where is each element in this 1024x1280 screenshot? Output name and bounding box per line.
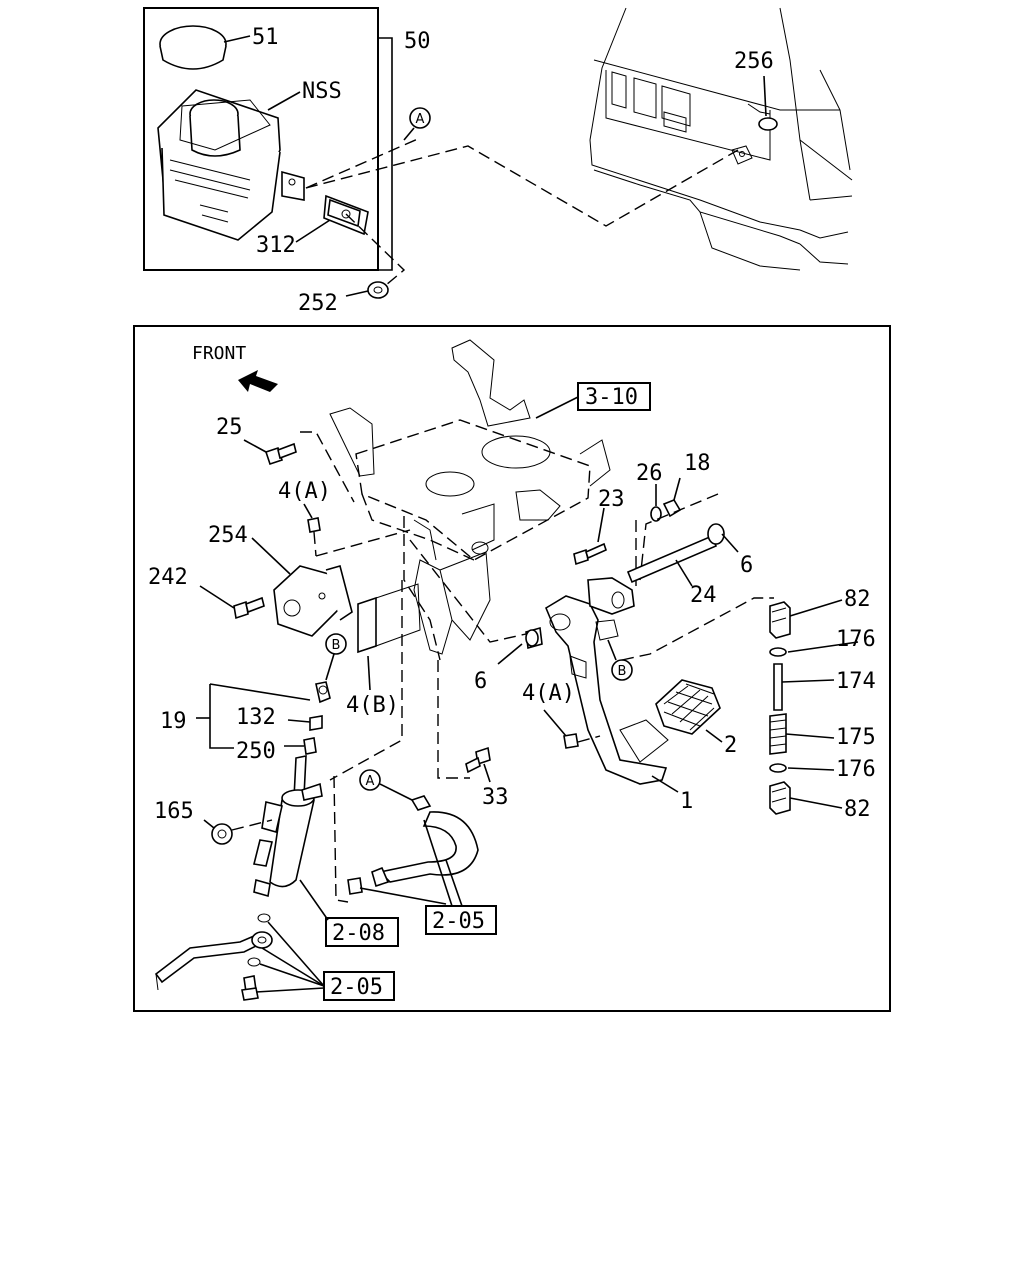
label-25: 25 (216, 415, 243, 440)
reservoir-body (157, 89, 305, 241)
ref-2-05-mid: 2-05 (432, 909, 485, 934)
label-254: 254 (208, 523, 248, 548)
label-312: 312 (256, 233, 296, 258)
bolt-242 (199, 585, 265, 620)
label-19: 19 (160, 709, 187, 734)
reservoir-inset: A 51 50 NSS 312 252 (143, 7, 431, 316)
svg-text:B: B (618, 664, 627, 679)
label-4b: 4(B) (346, 693, 399, 718)
plug-256 (758, 117, 778, 131)
ref-box-3-10 (577, 382, 651, 411)
label-18: 18 (684, 451, 711, 476)
label-252: 252 (298, 291, 338, 316)
nut-165 (203, 819, 273, 845)
label-176-top: 176 (836, 627, 876, 652)
bracket-50 (378, 37, 393, 271)
label-50: 50 (404, 29, 431, 54)
shaft-24 (626, 523, 725, 587)
label-250: 250 (236, 739, 276, 764)
label-165: 165 (154, 799, 194, 824)
clutch-master-cylinder (253, 782, 329, 921)
bolt-25 (243, 431, 355, 503)
label-33: 33 (482, 785, 509, 810)
circle-a-callout-top: A (403, 107, 431, 141)
reservoir-hose: A (333, 769, 479, 907)
bolt-23 (573, 507, 607, 566)
bracket-4b (357, 583, 421, 691)
label-4a-mid: 4(A) (522, 681, 575, 706)
pedal-assembly-frame (133, 325, 891, 1012)
label-132: 132 (236, 705, 276, 730)
label-176-bottom: 176 (836, 757, 876, 782)
svg-text:A: A (416, 112, 425, 127)
svg-text:B: B (332, 638, 341, 653)
bracket-254 (251, 529, 411, 637)
label-26: 26 (636, 461, 663, 486)
bolt-4a-top (303, 503, 321, 557)
label-2: 2 (724, 733, 737, 758)
bolt-33 (465, 746, 491, 783)
label-6-right: 6 (740, 553, 753, 578)
bolt-4a-mid (543, 709, 601, 749)
label-51: 51 (252, 25, 279, 50)
circle-b-callout-left: B (325, 633, 347, 681)
bracket-plate-312 (295, 137, 421, 291)
front-arrow-icon (238, 370, 278, 392)
circle-b-callout-right: B (607, 597, 774, 681)
label-175: 175 (836, 725, 876, 750)
label-82-top: 82 (844, 587, 871, 612)
push-rod-group (196, 681, 331, 799)
label-174: 174 (836, 669, 876, 694)
label-1: 1 (680, 789, 693, 814)
pedal-assembly: FRONT 3-10 25 (133, 325, 891, 1012)
label-256: 256 (734, 49, 774, 74)
label-front: FRONT (192, 343, 246, 364)
bushing-6-mid (497, 626, 543, 665)
label-4a-top: 4(A) (278, 479, 331, 504)
ref-box-2-05-bottom (323, 971, 395, 1001)
reservoir-cap (159, 25, 251, 70)
ref-3-10: 3-10 (585, 385, 638, 410)
switch-stack (769, 599, 859, 815)
ref-box-2-05-mid (425, 905, 497, 935)
label-242: 242 (148, 565, 188, 590)
pedal-arm-1 (544, 577, 679, 793)
nut-252 (345, 281, 389, 299)
label-24: 24 (690, 583, 717, 608)
label-23: 23 (598, 487, 625, 512)
leader-6-right (721, 533, 739, 553)
pedal-pad-2 (655, 679, 723, 743)
ref-2-05-bottom: 2-05 (330, 975, 383, 1000)
reservoir-frame (143, 7, 379, 271)
ref-2-08: 2-08 (332, 921, 385, 946)
label-nss: NSS (302, 79, 342, 104)
label-6-mid: 6 (474, 669, 487, 694)
cab-front-panel: 256 (305, 7, 853, 271)
washer-26 (650, 484, 662, 522)
label-82-bottom: 82 (844, 797, 871, 822)
ref-box-2-08 (325, 917, 399, 947)
hydraulic-line (154, 913, 325, 1001)
svg-text:A: A (366, 774, 375, 789)
